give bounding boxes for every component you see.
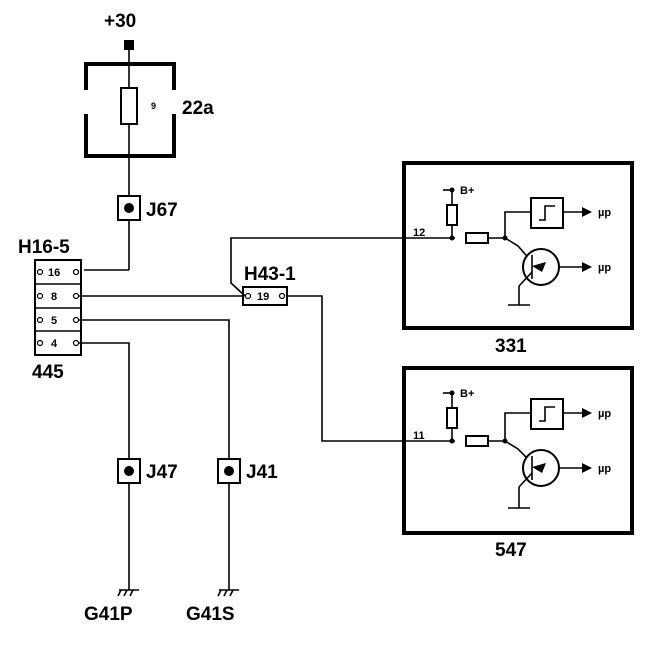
supply-label: +30: [104, 11, 136, 32]
module-331-output-top: µp: [598, 207, 611, 219]
module-331-output-bottom: µp: [598, 262, 611, 274]
fuse-label: 22a: [182, 98, 214, 119]
h43-label: H43-1: [244, 264, 296, 285]
fuse-box: [84, 62, 176, 158]
splice-j41: [217, 458, 241, 484]
module-547-output-bottom: µp: [598, 463, 611, 475]
h16-label: H16-5: [18, 237, 70, 258]
module-547-supply: B+: [460, 388, 474, 400]
ground-g41p-label: G41P: [84, 604, 133, 625]
splice-j67: [117, 195, 141, 221]
supply-terminal: [124, 40, 134, 50]
ground-g41s-icon: [217, 589, 239, 597]
module-331-supply: B+: [460, 185, 474, 197]
splice-j67-label: J67: [146, 200, 178, 221]
wire-h43-to-331: [230, 237, 455, 297]
connector-h43: [242, 286, 288, 306]
splice-j47-label: J47: [146, 462, 178, 483]
module-331-pin: 12: [413, 227, 425, 239]
h16-part-number: 445: [32, 362, 64, 383]
module-331-label: 331: [495, 336, 527, 357]
fuse-number: 9: [151, 101, 156, 111]
h16-pin-8: 8: [51, 291, 57, 303]
h16-pin-4: 4: [51, 338, 58, 350]
ground-g41s-label: G41S: [186, 604, 235, 625]
splice-j47: [117, 458, 141, 484]
h43-pin: 19: [257, 291, 269, 303]
module-547-pin: 11: [413, 430, 425, 442]
module-547: [402, 366, 634, 535]
wire-pin5-to-j41: [79, 319, 230, 460]
connector-h16: [34, 259, 82, 356]
module-547-output-top: µp: [598, 408, 611, 420]
h16-pin-16: 16: [48, 267, 60, 279]
h16-pin-5: 5: [51, 315, 57, 327]
splice-j41-label: J41: [246, 462, 278, 483]
wire-h43-to-547: [287, 295, 455, 442]
module-331: [402, 161, 634, 330]
wire-pin4-to-j47: [79, 342, 130, 460]
ground-g41p-icon: [117, 589, 139, 597]
module-547-label: 547: [495, 540, 527, 561]
